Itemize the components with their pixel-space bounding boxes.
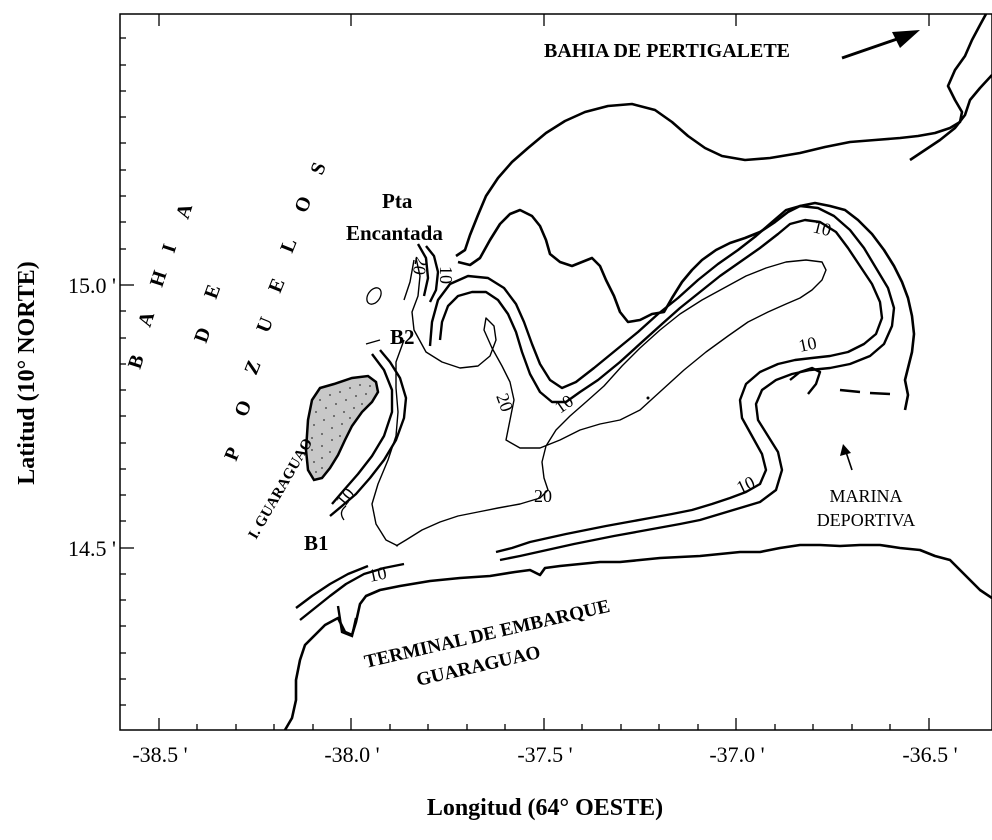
x-tick-label: -38.0 '	[324, 742, 379, 767]
pozuelos-letter: S	[306, 159, 331, 178]
label-pta: Pta	[382, 189, 413, 213]
y-axis-ticks	[120, 37, 134, 706]
south-coastline	[283, 543, 992, 731]
contour-10m-west-b	[416, 243, 430, 297]
pozuelos-letter: L	[276, 235, 301, 256]
b1-marker	[340, 505, 347, 521]
contour-10m-south-a	[299, 562, 405, 621]
contour-label-10: 10	[332, 484, 359, 511]
island-stipple	[311, 384, 371, 473]
x-tick-label: -37.0 '	[709, 742, 764, 767]
y-tick-label: 15.0 '	[68, 273, 116, 298]
map-frame	[119, 13, 992, 731]
contour-10m-west-a	[425, 245, 440, 303]
contour-label-10: 10	[436, 266, 456, 284]
x-axis-ticks	[158, 14, 930, 730]
contour-label-10: 10	[811, 216, 833, 240]
pozuelos-letter: Z	[240, 357, 265, 378]
contour-label-10: 10	[733, 472, 758, 498]
bahia-letter: B	[124, 352, 149, 371]
contour-10m-marina	[789, 366, 822, 395]
contour-label-10: 10	[367, 563, 389, 586]
shoal-outline	[366, 287, 382, 305]
contour-20m	[371, 257, 827, 547]
contour-label-20: 20	[534, 486, 552, 506]
arrow-pertigalete	[841, 30, 920, 60]
label-marina-line2: DEPORTIVA	[817, 510, 916, 530]
label-station-b2: B2	[390, 325, 415, 349]
x-tick-labels: -38.5 ' -38.0 ' -37.5 ' -37.0 ' -36.5 '	[132, 742, 957, 767]
x-axis-title: Longitud (64° OESTE)	[427, 795, 663, 821]
terminal-jetty	[336, 605, 358, 638]
label-marina-line1: MARINA	[829, 486, 902, 506]
pozuelos-letter: U	[252, 314, 278, 336]
label-bahia-pozuelos: B A H I A D E P O Z U E L O S	[124, 159, 331, 464]
contour-20m-left	[371, 339, 405, 547]
contour-10m-inner	[438, 218, 884, 554]
pozuelos-letter: O	[230, 397, 256, 420]
contour-label-20: 20	[492, 391, 517, 415]
x-tick-label: -36.5 '	[902, 742, 957, 767]
pozuelos-letter: P	[220, 444, 245, 464]
contour-20m-main	[395, 257, 827, 547]
bahia-letter: A	[134, 308, 160, 329]
de-letter: E	[200, 282, 225, 302]
contour-10m-outer	[428, 204, 896, 562]
label-bahia-pertigalete: BAHIA DE PERTIGALETE	[544, 40, 790, 62]
y-axis-title: Latitud (10° NORTE)	[14, 261, 40, 484]
pozuelos-letter: E	[264, 275, 289, 296]
bahia-letter: A	[172, 200, 198, 221]
east-coastline	[909, 74, 992, 162]
de-letter: D	[190, 325, 216, 346]
x-tick-label: -37.5 '	[517, 742, 572, 767]
coastline	[283, 13, 992, 731]
label-station-b1: B1	[304, 531, 329, 555]
pozuelos-letter: O	[290, 193, 316, 216]
x-tick-label: -38.5 '	[132, 742, 187, 767]
contour-label-10: 10	[797, 333, 819, 356]
contour-label-20: 20	[409, 255, 432, 276]
y-tick-labels: 15.0 ' 14.5 '	[68, 273, 116, 561]
contour-10m-island-b	[331, 353, 394, 505]
contour-20m-island	[403, 259, 415, 301]
bay-inner-coast	[457, 201, 916, 411]
contour-10m	[295, 204, 896, 621]
bahia-letter: H	[146, 268, 172, 290]
contour-10m-marina-dash	[839, 388, 891, 396]
arrow-marina	[840, 444, 853, 471]
bahia-letter: I	[158, 241, 181, 255]
label-island: I. GUARAGUAO	[246, 436, 317, 542]
b2-marker	[365, 339, 381, 345]
y-tick-label: 14.5 '	[68, 536, 116, 561]
label-encantada: Encantada	[346, 221, 443, 245]
contour-10m-south-b	[295, 564, 369, 609]
north-coastline	[455, 13, 988, 258]
sounding-dot	[646, 396, 650, 400]
guaraguao-island	[304, 374, 380, 482]
